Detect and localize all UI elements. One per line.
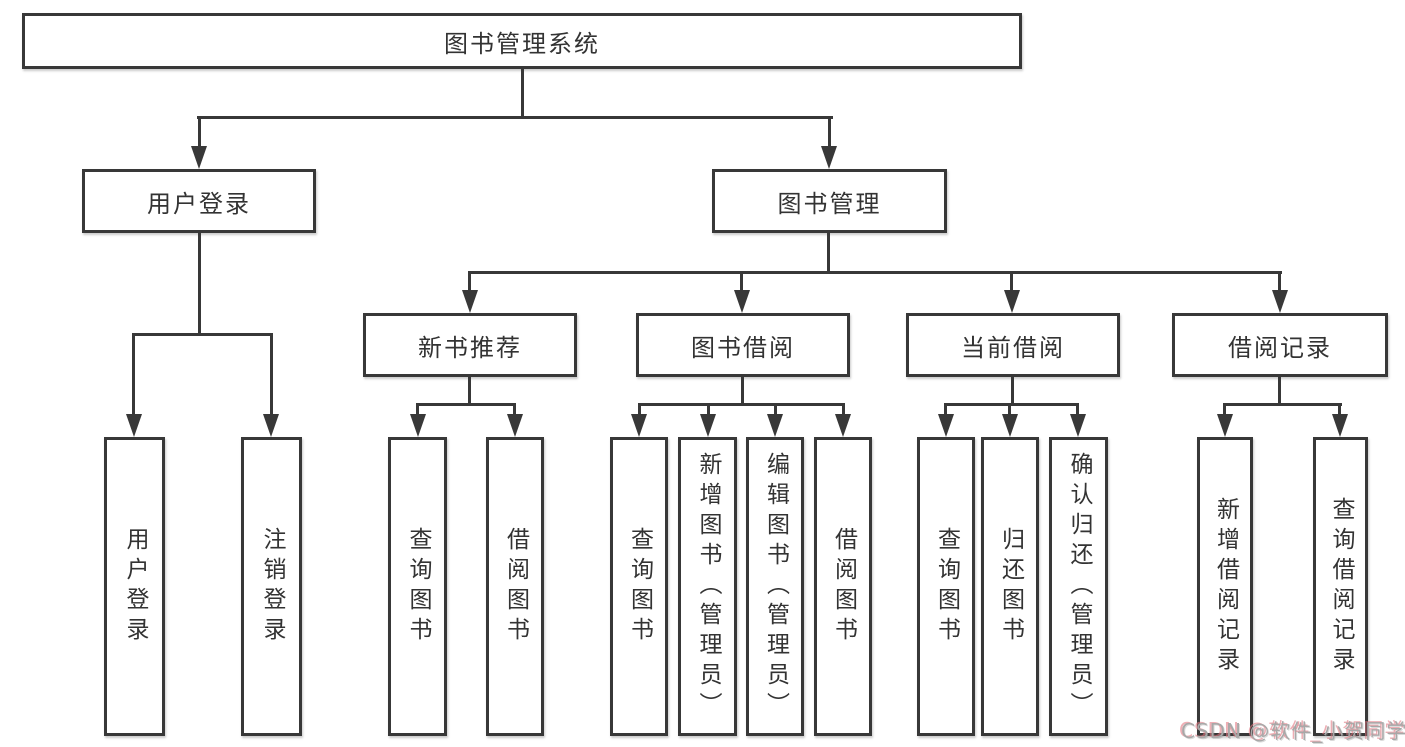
connector-new-book-bus: [416, 403, 516, 406]
connector-stem-cb-return: [1008, 404, 1011, 414]
arrowhead-book-management: [821, 146, 837, 169]
leaf-borrow-borrow-books: 借阅图书: [814, 437, 872, 736]
connector-root-trunk: [521, 67, 524, 118]
node-book-borrow: 图书借阅: [636, 313, 850, 377]
arrowhead-br-query: [1332, 414, 1348, 437]
arrowhead-nb-borrow: [507, 414, 523, 437]
arrowhead-current-borrow: [1004, 290, 1020, 313]
arrowhead-bb-edit: [767, 414, 783, 437]
node-new-book-recommend: 新书推荐: [363, 313, 577, 377]
arrowhead-user-login: [191, 146, 207, 169]
connector-stem-br-query: [1338, 404, 1341, 414]
leaf-borrow-query-books: 查询图书: [610, 437, 668, 736]
leaf-newbook-query-books: 查询图书: [388, 437, 447, 736]
leaf-logout: 注销登录: [241, 437, 302, 736]
connector-current-borrow-trunk: [1011, 377, 1014, 405]
connector-new-book-trunk: [468, 377, 471, 405]
connector-stem-book-management: [828, 118, 831, 148]
arrowhead-bb-add: [700, 414, 716, 437]
connector-stem-bb-borrow: [842, 404, 845, 414]
connector-book-management-trunk: [827, 231, 830, 274]
arrowhead-nb-query: [410, 414, 426, 437]
connector-borrow-record-bus: [1223, 403, 1342, 406]
csdn-watermark: CSDN @软件_小贺同学: [1181, 719, 1405, 743]
connector-book-borrow-bus: [638, 403, 845, 406]
arrowhead-borrow-record: [1272, 290, 1288, 313]
connector-current-borrow-bus: [944, 403, 1079, 406]
arrowhead-bb-borrow: [835, 414, 851, 437]
arrowhead-cb-confirm: [1070, 414, 1086, 437]
arrowhead-br-add: [1217, 414, 1233, 437]
connector-stem-br-add: [1223, 404, 1226, 414]
leaf-record-add-borrow-record: 新增借阅记录: [1197, 437, 1253, 736]
connector-stem-borrow-record: [1278, 273, 1281, 292]
connector-stem-current-borrow: [1010, 273, 1013, 292]
leaf-user-login: 用户登录: [104, 437, 165, 736]
leaf-borrow-add-books-admin: 新增图书（管理员）: [678, 437, 737, 736]
leaf-current-query-books: 查询图书: [917, 437, 975, 736]
connector-borrow-record-trunk: [1278, 377, 1281, 405]
node-current-borrow: 当前借阅: [906, 313, 1120, 377]
connector-stem-cb-query: [944, 404, 947, 414]
arrowhead-cb-query: [938, 414, 954, 437]
connector-user-login-bus: [132, 333, 273, 336]
connector-stem-bb-query: [638, 404, 641, 414]
connector-stem-bb-add: [707, 404, 710, 414]
connector-stem-new-book: [468, 273, 471, 292]
leaf-current-confirm-return-admin: 确认归还（管理员）: [1049, 437, 1108, 736]
connector-book-management-bus: [468, 271, 1282, 274]
connector-user-login-trunk: [198, 232, 201, 336]
connector-stem-book-borrow: [740, 273, 743, 292]
node-borrow-record: 借阅记录: [1172, 313, 1388, 377]
leaf-newbook-borrow-books: 借阅图书: [486, 437, 544, 736]
connector-root-bus: [197, 116, 833, 119]
leaf-borrow-edit-books-admin: 编辑图书（管理员）: [746, 437, 804, 736]
connector-stem-nb-borrow: [513, 404, 516, 414]
arrowhead-new-book: [462, 290, 478, 313]
arrowhead-leaf-logout: [263, 414, 279, 437]
arrowhead-leaf-user-login: [126, 414, 142, 437]
connector-stem-bb-edit: [774, 404, 777, 414]
node-book-management: 图书管理: [712, 169, 947, 233]
node-library-management-system: 图书管理系统: [22, 13, 1022, 69]
connector-stem-cb-confirm: [1076, 404, 1079, 414]
leaf-record-query-borrow-record: 查询借阅记录: [1313, 437, 1368, 736]
arrowhead-cb-return: [1002, 414, 1018, 437]
connector-stem-leaf-user-login: [132, 335, 135, 414]
connector-stem-nb-query: [416, 404, 419, 414]
connector-stem-user-login: [198, 118, 201, 148]
connector-book-borrow-trunk: [741, 377, 744, 405]
connector-stem-leaf-logout: [270, 335, 273, 414]
node-user-login: 用户登录: [82, 169, 316, 233]
arrowhead-bb-query: [631, 414, 647, 437]
arrowhead-book-borrow: [734, 290, 750, 313]
leaf-current-return-books: 归还图书: [981, 437, 1039, 736]
